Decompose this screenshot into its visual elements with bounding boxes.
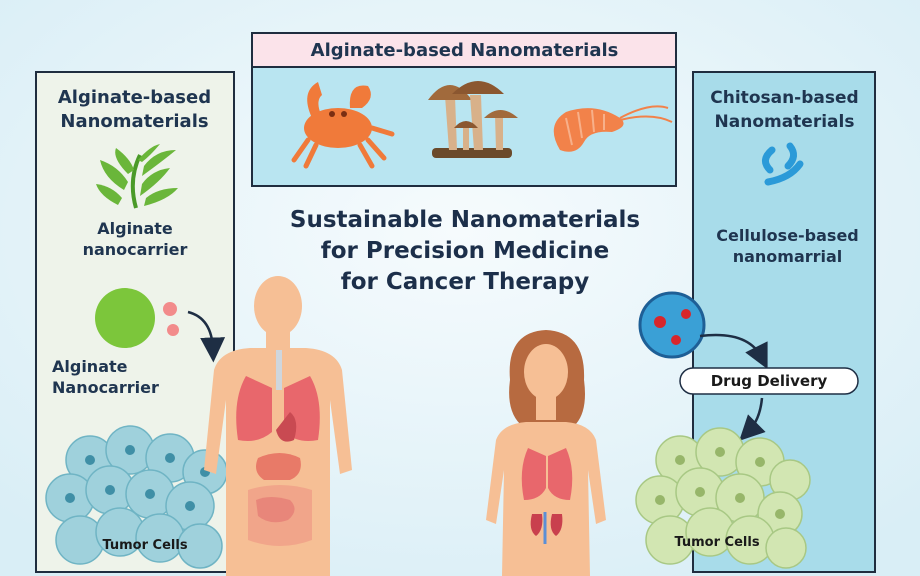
arrow-to-body — [187, 310, 226, 363]
right-panel-heading: Chitosan-based Nanomaterials — [692, 86, 877, 134]
alginate-nanocarrier-label: Alginate nanocarrier — [45, 218, 225, 260]
right-tumor-label: Tumor Cells — [674, 535, 760, 550]
alginate-sphere-icon — [95, 288, 155, 348]
shrimp-icon — [553, 105, 673, 152]
crab-icon — [291, 82, 395, 169]
right-heading-line2: Nanomaterials — [714, 112, 855, 132]
left-heading-line2: Nanomaterials — [60, 111, 209, 132]
cellulose-line2: nanomarrial — [732, 247, 843, 266]
tumor-nuclei — [655, 447, 785, 519]
tumor-cells-icon — [45, 425, 228, 569]
drug-delivery-label: Drug Delivery — [710, 372, 828, 390]
arrow-to-delivery — [699, 333, 768, 370]
right-heading-line1: Chitosan-based — [710, 88, 859, 108]
arrow-to-tumor — [739, 397, 766, 441]
cellulose-line1: Cellulose-based — [716, 226, 859, 245]
drug-delivery-pill — [679, 367, 859, 395]
small-particle-dot — [163, 302, 177, 316]
label1-line1: Alginate — [97, 219, 173, 238]
label1-line2: nanocarrier — [82, 240, 188, 259]
cellulose-label: Cellulose-based nanomarrial — [695, 225, 880, 267]
left-panel-heading: Alginate-based Nanomaterials — [38, 86, 231, 134]
tumor-nuclei — [65, 445, 210, 511]
left-heading-line1: Alginate-based — [57, 87, 212, 108]
male-body-icon — [204, 276, 352, 576]
label2-line2: Nanocarrier — [52, 378, 159, 397]
chitosan-icon — [762, 142, 804, 186]
seaweed-icon — [96, 144, 178, 209]
main-title-line1: Sustainable Nanomaterials — [289, 207, 641, 233]
main-title: Sustainable Nanomaterials for Precision … — [240, 205, 690, 298]
small-particle-dot — [167, 324, 179, 336]
mushroom-icon — [428, 81, 518, 158]
main-title-line2: for Precision Medicine — [320, 238, 610, 264]
left-tumor-label: Tumor Cells — [102, 538, 188, 553]
nanoparticle-icon — [638, 291, 706, 359]
female-body-icon — [486, 330, 606, 576]
top-banner-title: Alginate-based Nanomaterials — [310, 40, 619, 61]
label2-line1: Alginate — [52, 357, 128, 376]
top-banner-header — [251, 32, 677, 68]
main-title-line3: for Cancer Therapy — [340, 269, 590, 295]
alginate-nanocarrier-label-2: Alginate Nanocarrier — [52, 356, 162, 398]
